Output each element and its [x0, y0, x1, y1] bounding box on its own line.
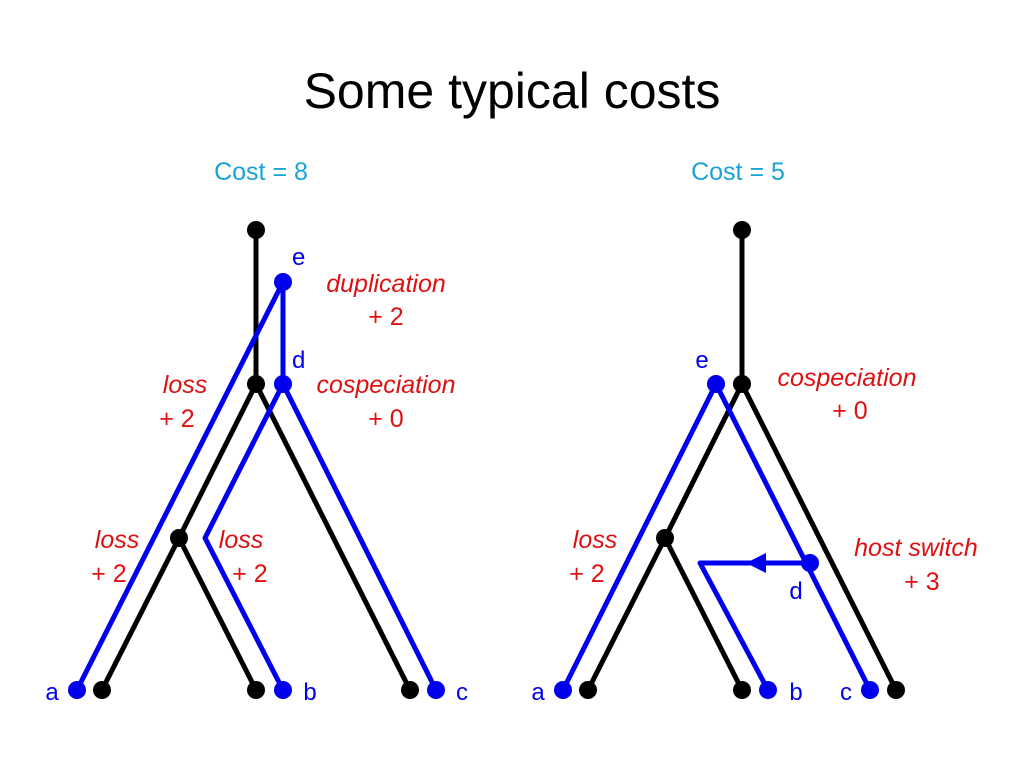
event-name: duplication [326, 270, 446, 298]
parasite-node-e [274, 273, 292, 291]
right-cost-label: Cost = 5 [691, 158, 785, 186]
right-diagram: Cost = 5 [531, 158, 978, 706]
label-e: e [695, 347, 708, 374]
event-cost: + 2 [232, 560, 267, 588]
event-cost: + 2 [368, 303, 403, 331]
parasite-leaf-c [861, 681, 879, 699]
parasite-leaf-a [68, 681, 86, 699]
host-node [733, 681, 751, 699]
right-parasite-nodes [554, 375, 879, 699]
parasite-edge [202, 381, 286, 693]
event-name: loss [573, 526, 617, 554]
right-parasite-tree [560, 381, 873, 693]
label-d: d [292, 347, 305, 374]
right-host-nodes [579, 221, 905, 699]
parasite-leaf-a [554, 681, 572, 699]
host-node [247, 681, 265, 699]
event-name: loss [219, 526, 263, 554]
host-edge [585, 535, 668, 693]
host-edge [253, 381, 413, 693]
right-event-labels: cospeciation + 0 loss + 2 host switch + … [569, 364, 978, 596]
left-diagram: Cost = 8 [45, 158, 468, 706]
event-cost: + 2 [159, 405, 194, 433]
host-edge [739, 381, 899, 693]
label-b: b [789, 679, 802, 706]
right-node-labels: e d a b c [531, 347, 852, 706]
host-node [93, 681, 111, 699]
parasite-node-e [707, 375, 725, 393]
label-c: c [840, 679, 852, 706]
parasite-leaf-b [759, 681, 777, 699]
slide-title: Some typical costs [303, 63, 721, 119]
event-name: loss [163, 371, 207, 399]
event-cost: + 0 [368, 405, 403, 433]
host-edge [176, 381, 259, 541]
event-name: loss [95, 526, 139, 554]
host-node [733, 221, 751, 239]
label-a: a [531, 679, 545, 706]
left-parasite-nodes [68, 273, 445, 699]
left-cost-label: Cost = 8 [214, 158, 308, 186]
host-node [887, 681, 905, 699]
parasite-edge [713, 381, 873, 693]
host-edge [99, 535, 182, 693]
host-node [170, 529, 188, 547]
event-cost: + 0 [832, 397, 867, 425]
event-cost: + 2 [569, 560, 604, 588]
host-edge [662, 535, 745, 693]
parasite-node-d [274, 375, 292, 393]
left-event-labels: duplication + 2 loss + 2 cospeciation + … [91, 270, 455, 588]
event-name: cospeciation [317, 371, 456, 399]
left-host-nodes [93, 221, 419, 699]
host-node [656, 529, 674, 547]
left-parasite-tree [74, 279, 439, 693]
parasite-node-d [801, 554, 819, 572]
host-node [579, 681, 597, 699]
label-a: a [45, 679, 59, 706]
label-c: c [456, 679, 468, 706]
left-node-labels: e d a b c [45, 244, 468, 706]
event-name: host switch [854, 534, 978, 562]
event-name: cospeciation [778, 364, 917, 392]
parasite-edge [280, 381, 439, 693]
host-node [247, 221, 265, 239]
host-node [733, 375, 751, 393]
parasite-leaf-c [427, 681, 445, 699]
parasite-edge [74, 279, 286, 693]
host-switch-arrowhead [746, 553, 766, 573]
event-cost: + 3 [904, 568, 939, 596]
parasite-edge [560, 381, 719, 693]
parasite-edge [697, 560, 771, 693]
right-host-tree [585, 227, 899, 693]
label-b: b [303, 679, 316, 706]
host-edge [176, 535, 259, 693]
event-cost: + 2 [91, 560, 126, 588]
host-node [401, 681, 419, 699]
label-e: e [292, 244, 305, 271]
label-d: d [789, 578, 802, 605]
host-node [247, 375, 265, 393]
parasite-leaf-b [274, 681, 292, 699]
left-host-tree [99, 227, 413, 693]
